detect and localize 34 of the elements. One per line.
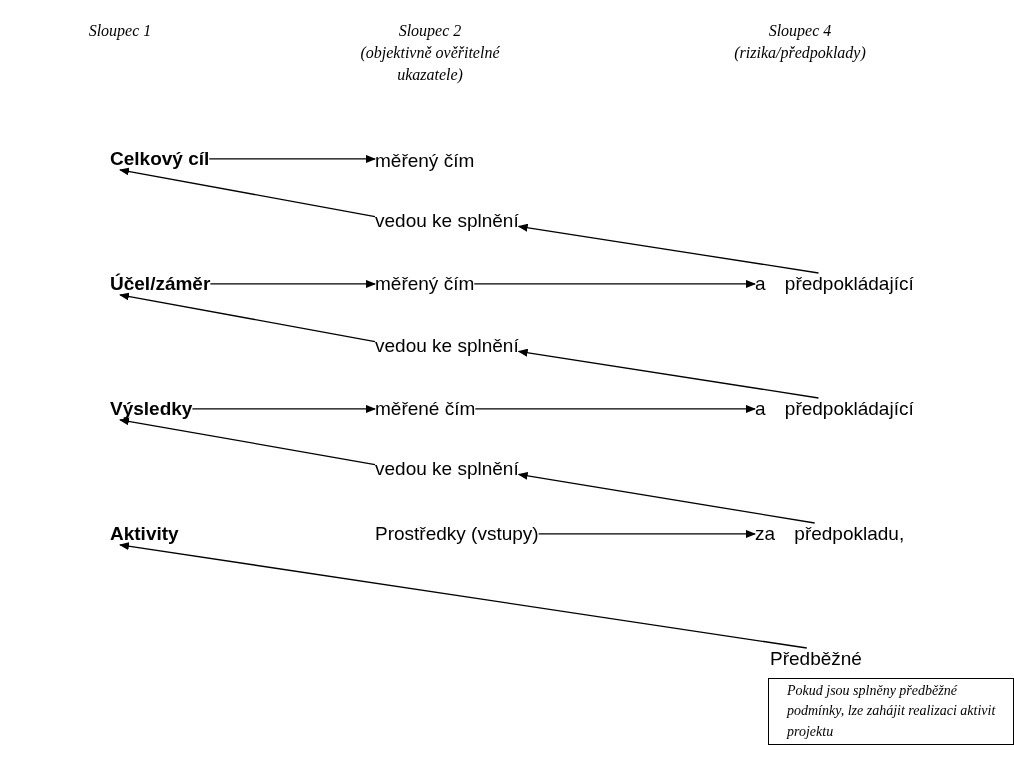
arrow bbox=[208, 154, 376, 163]
assumption-text: za předpokladu, bbox=[755, 523, 905, 545]
note-box: Pokud jsou splněny předběžné podmínky, lze zahájit realizaci aktivit projektu bbox=[768, 678, 1014, 745]
column-heading: Sloupec 2 bbox=[397, 21, 463, 42]
column-heading: Sloupec 1 bbox=[87, 21, 153, 42]
link-text: vedou ke splnění bbox=[375, 335, 519, 357]
row-heading: Účel/záměr bbox=[110, 273, 211, 295]
arrow bbox=[191, 404, 376, 413]
arrow bbox=[517, 223, 820, 274]
column-subheading: (objektivně ověřitelné ukazatele) bbox=[359, 43, 501, 85]
assumption-text: a předpokládající bbox=[755, 398, 914, 420]
arrow bbox=[119, 167, 376, 218]
column-heading: Sloupec 4 bbox=[767, 21, 833, 42]
arrow bbox=[119, 417, 376, 466]
arrow bbox=[538, 529, 756, 538]
row-heading: Celkový cíl bbox=[110, 148, 210, 170]
indicator-text: měřený čím bbox=[375, 150, 475, 172]
precondition-text: Předběžné bbox=[770, 648, 862, 670]
arrow bbox=[119, 292, 376, 343]
arrow bbox=[517, 348, 820, 399]
arrow bbox=[517, 471, 816, 524]
arrow bbox=[119, 542, 808, 649]
link-text: vedou ke splnění bbox=[375, 210, 519, 232]
arrow bbox=[473, 279, 756, 288]
row-heading: Aktivity bbox=[110, 523, 179, 545]
arrow bbox=[474, 404, 756, 413]
assumption-text: a předpokládající bbox=[755, 273, 914, 295]
indicator-text: měřené čím bbox=[375, 398, 476, 420]
link-text: vedou ke splnění bbox=[375, 458, 519, 480]
indicator-text: měřený čím bbox=[375, 273, 475, 295]
row-heading: Výsledky bbox=[110, 398, 193, 420]
indicator-text: Prostředky (vstupy) bbox=[375, 523, 539, 545]
column-subheading: (rizika/předpoklady) bbox=[733, 43, 867, 64]
arrow bbox=[209, 279, 376, 288]
